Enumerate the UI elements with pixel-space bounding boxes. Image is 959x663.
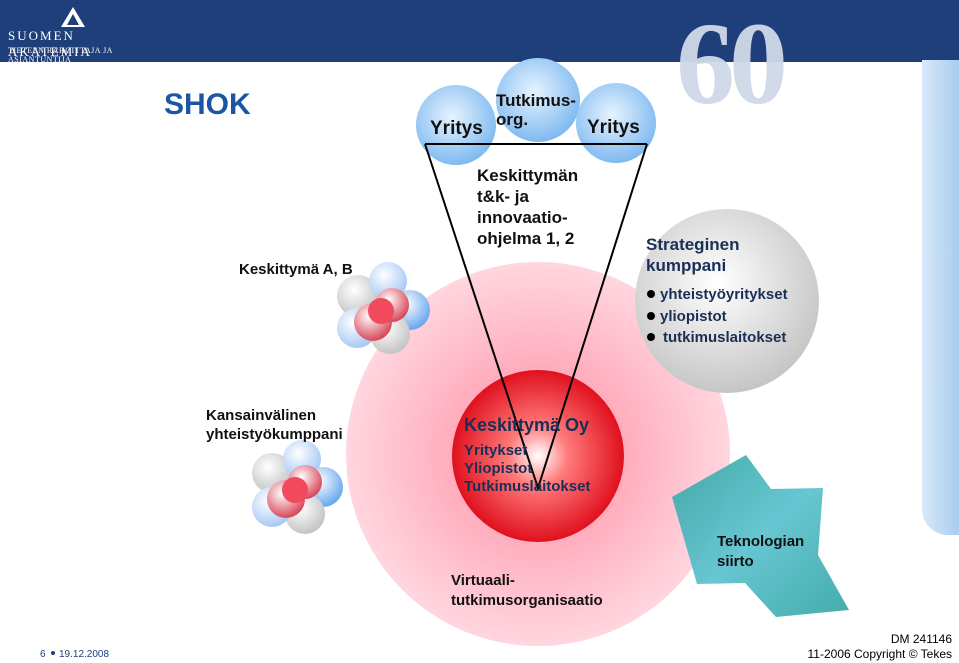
technology-transfer-arrow xyxy=(672,455,849,617)
strategic-partner-item: yhteistyöyritykset xyxy=(660,286,788,303)
company-label-right: Yritys xyxy=(587,117,640,138)
cluster-ab-label: Keskittymä A, B xyxy=(239,261,353,278)
strategic-partner-item: yliopistot xyxy=(660,308,727,325)
triangle-logo-icon xyxy=(61,7,85,27)
cluster-ab-molecule xyxy=(337,262,430,354)
page-title: SHOK xyxy=(164,88,251,121)
core-item: Tutkimuslaitokset xyxy=(464,478,590,495)
page-number: 6 xyxy=(40,649,46,660)
core-item: Yritykset xyxy=(464,442,527,459)
footer-bullet-icon xyxy=(51,651,55,655)
bullet-icon xyxy=(647,333,655,341)
core-cluster-circle xyxy=(452,370,624,542)
research-org-circle xyxy=(496,58,580,142)
research-org-label: Tutkimus-org. xyxy=(496,91,576,129)
footer-date: 19.12.2008 xyxy=(59,649,109,660)
bullet-icon xyxy=(647,312,655,320)
company-label-left: Yritys xyxy=(430,118,483,139)
core-item: Yliopistot xyxy=(464,460,532,477)
strategic-partner-item: tutkimuslaitokset xyxy=(663,329,786,346)
doc-id: DM 241146 xyxy=(891,632,952,646)
org-name: Suomen Akatemia xyxy=(8,28,92,59)
virtual-org-label: Virtuaali-tutkimusorganisaatio xyxy=(451,572,603,609)
international-partner-molecule xyxy=(252,440,343,534)
academy-logo: Suomen Akatemia Tieteen rahoittaja ja as… xyxy=(0,0,150,64)
header-bar xyxy=(0,0,959,62)
bullet-icon xyxy=(647,290,655,298)
copyright: 11-2006 Copyright © Tekes xyxy=(808,647,952,661)
strategic-partner-circle xyxy=(635,209,819,393)
core-title: Keskittymä Oy xyxy=(464,415,589,435)
funnel-triangle xyxy=(424,143,648,492)
org-tagline: Tieteen rahoittaja ja asiantuntija xyxy=(8,46,113,64)
decorative-side-strip xyxy=(922,60,959,535)
anniversary-badge: 60 xyxy=(676,0,788,129)
